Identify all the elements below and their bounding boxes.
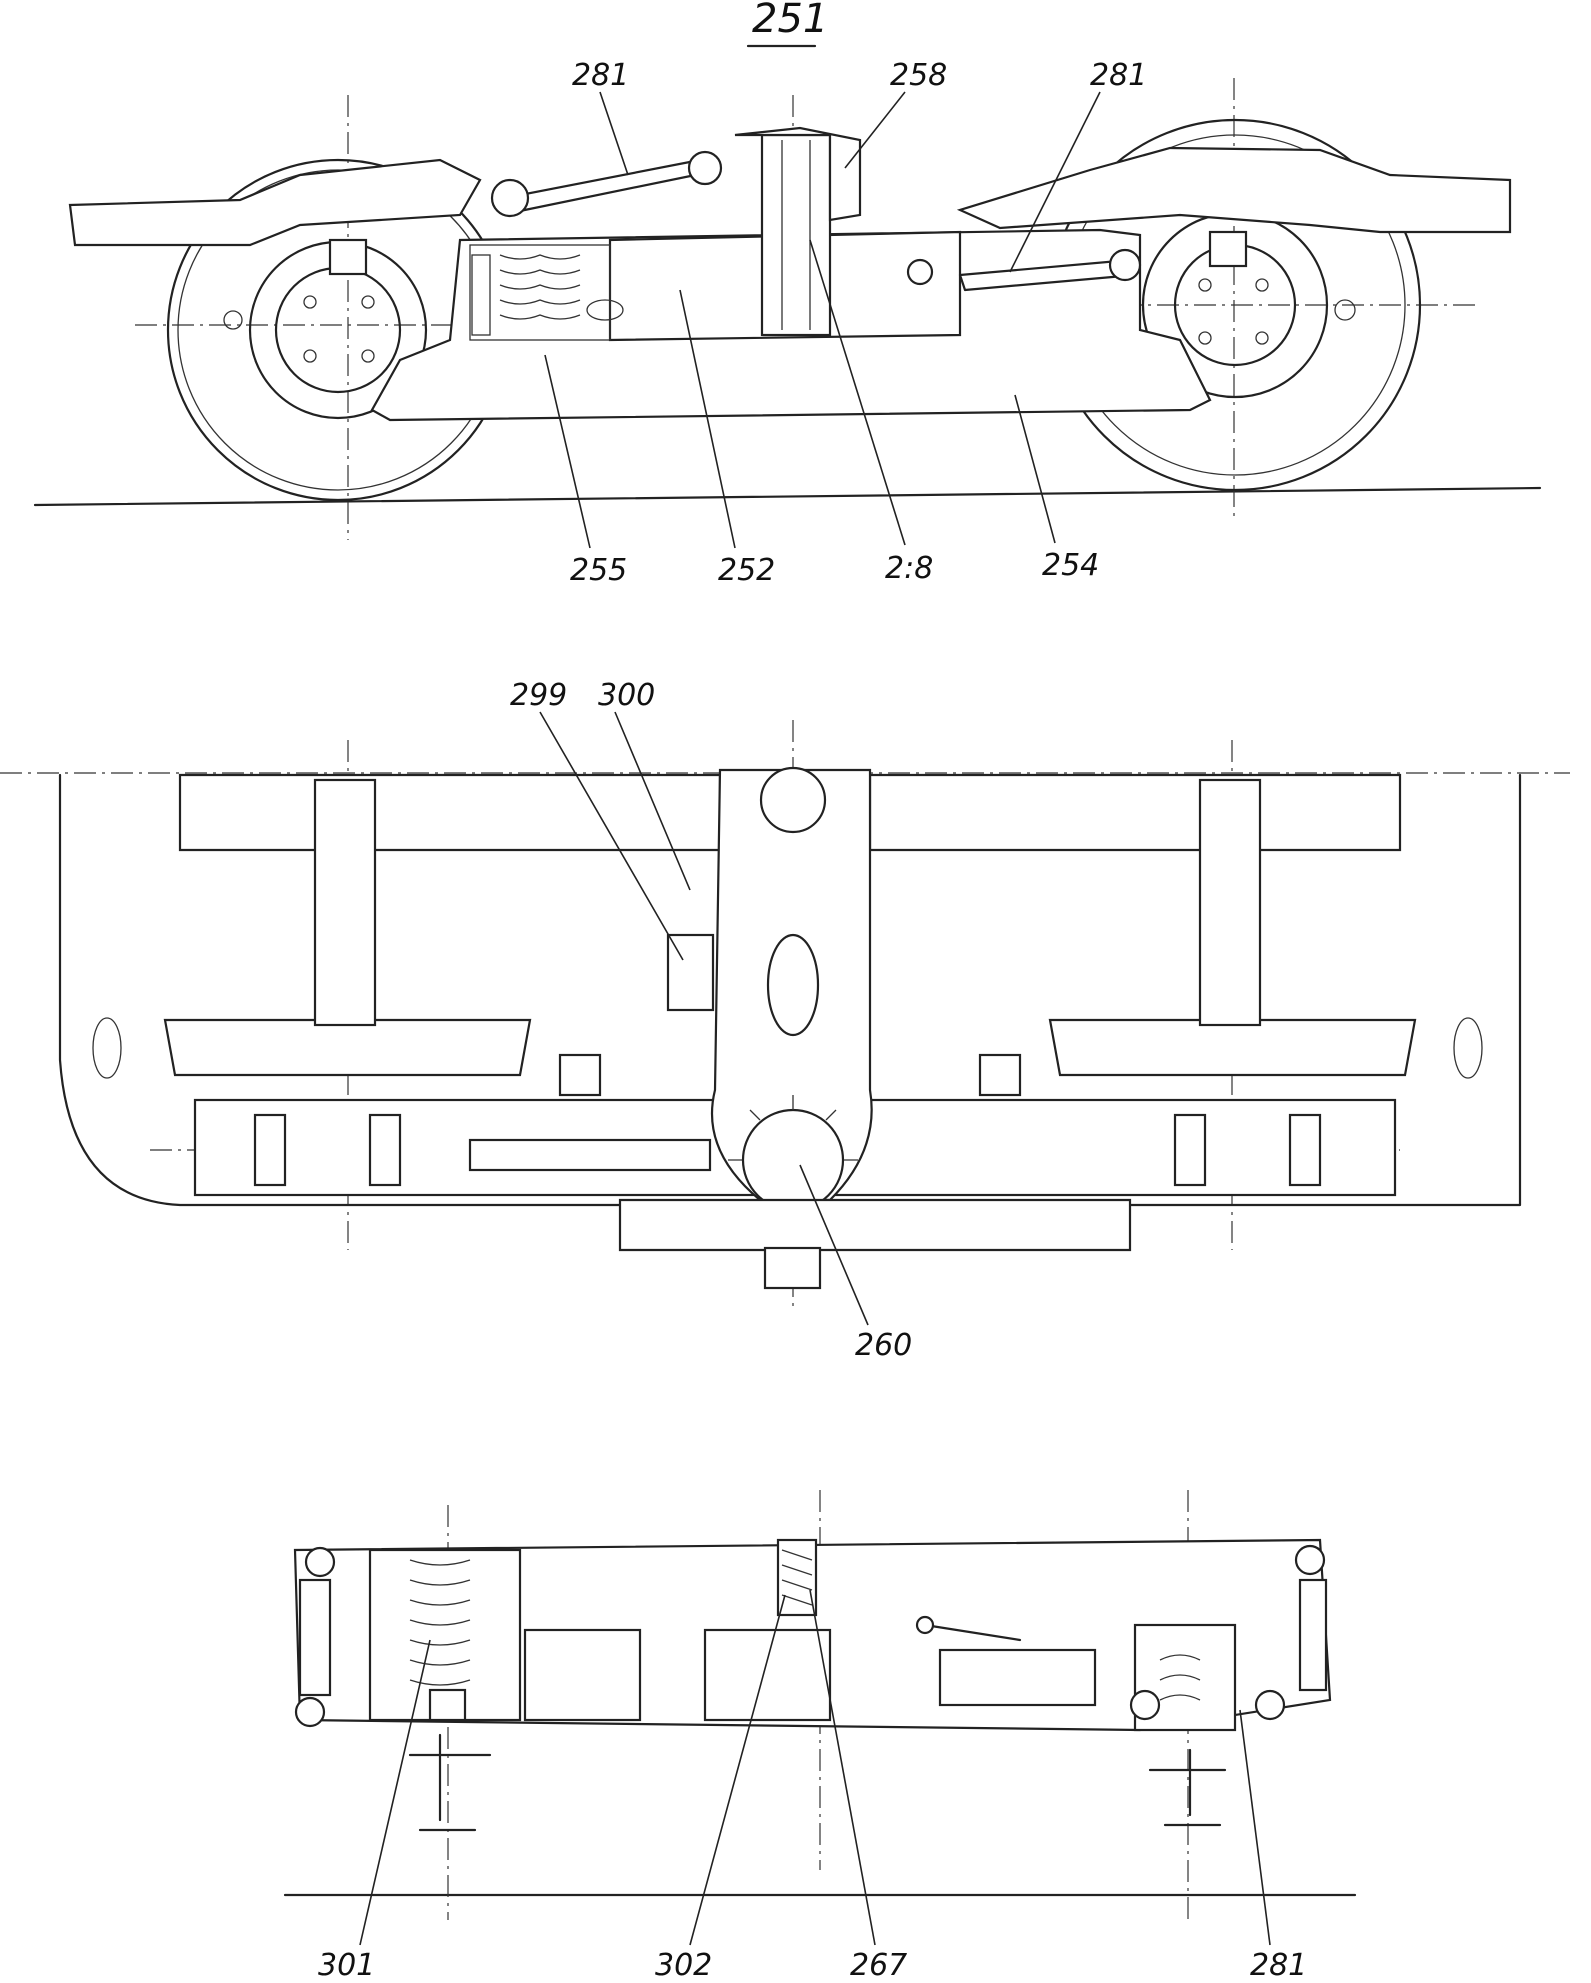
side-ref-254: 254 [1042, 548, 1099, 583]
side-ref-2-8: 2:8 [885, 551, 933, 586]
spring-pack-255 [469, 244, 611, 341]
section-ref-302: 302 [655, 1948, 712, 1983]
plan-left-axle [313, 778, 377, 1027]
section-cylinder-center [703, 1628, 832, 1722]
section-view: 301 302 267 281 [283, 1490, 1357, 1983]
right-equalizer-arm [956, 146, 1512, 234]
side-ref-252: 252 [718, 553, 775, 588]
plan-right-wheel [1048, 1018, 1417, 1077]
link-rod-left [503, 158, 712, 214]
section-cylinder-left [523, 1628, 642, 1722]
side-ref-258: 258 [890, 58, 947, 93]
figure-label-group: 251 [746, 0, 828, 48]
section-lever [923, 1623, 1022, 1642]
section-center-spring [776, 1538, 818, 1617]
plan-view: 299 300 260 [0, 678, 1570, 1363]
section-ref-301: 301 [318, 1948, 375, 1983]
section-spring-pack-left [368, 1548, 522, 1722]
section-ref-267: 267 [850, 1948, 907, 1983]
center-pivot-column [760, 133, 832, 337]
left-equalizer-arm [68, 158, 482, 247]
plan-frame-outline [58, 773, 1522, 1207]
plan-right-axle [1198, 778, 1262, 1027]
plan-ref-260: 260 [855, 1328, 912, 1363]
side-view: 281 258 281 255 252 2:8 254 [33, 58, 1542, 588]
section-spring-box-right [1129, 1623, 1286, 1732]
side-ref-281-left: 281 [572, 58, 629, 93]
section-right-support [1148, 1748, 1227, 1827]
side-ref-255: 255 [570, 553, 627, 588]
plan-ref-299: 299 [510, 678, 567, 713]
plan-left-link [468, 1138, 712, 1172]
section-ref-281: 281 [1250, 1948, 1307, 1983]
plan-slot [766, 933, 820, 1037]
plan-ref-300: 300 [598, 678, 655, 713]
side-ref-281-right: 281 [1090, 58, 1147, 93]
section-valve-box [938, 1648, 1097, 1707]
plan-bottom-bracket [618, 1198, 1132, 1252]
figure-label: 251 [752, 0, 828, 42]
section-left-support [408, 1733, 492, 1832]
plan-pivot-260 [741, 1108, 845, 1212]
plan-left-wheel [163, 1018, 532, 1077]
pivot-cap [734, 126, 862, 222]
rail-line [33, 486, 1542, 507]
